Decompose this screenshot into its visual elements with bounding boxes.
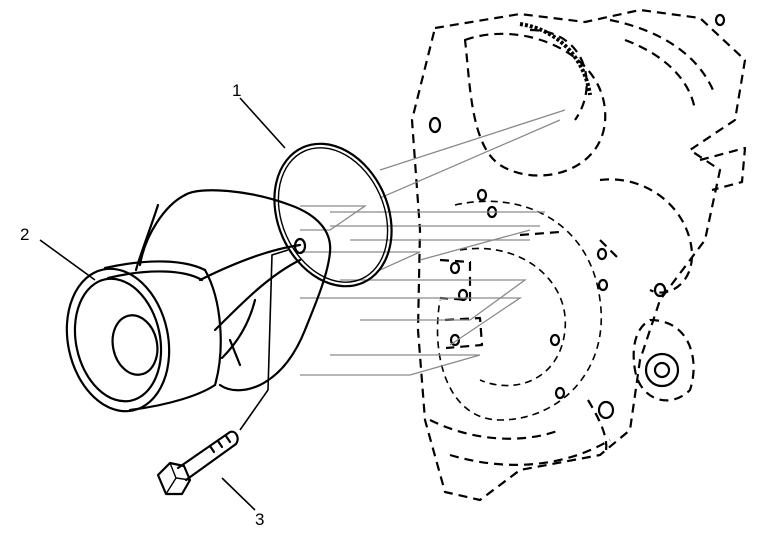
housing [65,189,332,413]
callout-2: 2 [20,225,29,244]
engine-bolt-holes [428,13,726,420]
engine-ring-arc [519,22,592,96]
bolt [156,430,239,496]
engine-boss [644,352,680,388]
leader-lines [39,97,289,511]
alignment-guides [300,109,566,376]
callout-1: 1 [232,81,241,100]
callout-3: 3 [255,510,264,529]
o-ring [273,142,393,288]
engine-block-outline [410,8,747,502]
